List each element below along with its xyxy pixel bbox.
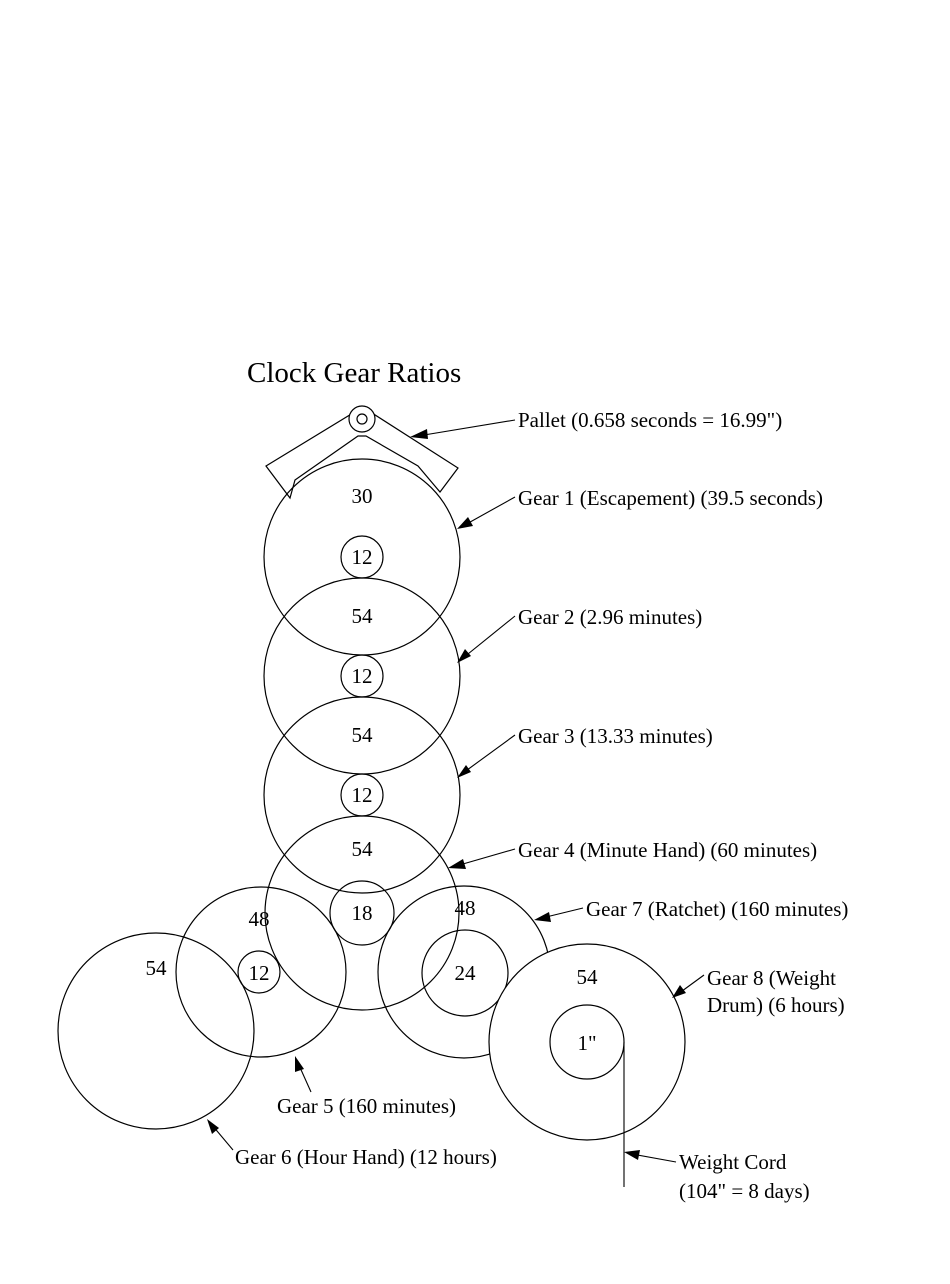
gear-7-leader	[534, 907, 584, 922]
gear-2-teeth: 54	[352, 604, 374, 628]
gear-4-teeth: 54	[352, 837, 374, 861]
pallet-leader	[410, 419, 516, 439]
gear-2-label: Gear 2 (2.96 minutes)	[518, 605, 702, 629]
gear-1-leader	[457, 496, 516, 529]
gear-4-leader	[448, 848, 516, 869]
gear-4-pinion-teeth: 18	[352, 901, 373, 925]
gear-1-pinion-teeth: 12	[352, 545, 373, 569]
gear-8-leader	[672, 974, 705, 998]
gear-7-pinion	[421, 929, 509, 1017]
gear-8-label-line2: Drum) (6 hours)	[707, 993, 845, 1017]
gear-8-teeth: 54	[577, 965, 599, 989]
gear-1-teeth: 30	[352, 484, 373, 508]
weight-cord-label-line2: (104" = 8 days)	[679, 1179, 810, 1203]
gear-8-label-line1: Gear 8 (Weight	[707, 966, 836, 990]
gear-3-label: Gear 3 (13.33 minutes)	[518, 724, 713, 748]
diagram-title: Clock Gear Ratios	[247, 357, 461, 389]
gear-3-teeth: 54	[352, 723, 374, 747]
gear-5-pinion	[237, 950, 281, 994]
gear-5	[175, 886, 347, 1058]
gear-3-pinion-teeth: 12	[352, 783, 373, 807]
gear-7-teeth: 48	[455, 896, 476, 920]
weight-cord-leader	[624, 1150, 677, 1163]
gear-2-leader	[457, 615, 516, 663]
gear-6-teeth: 54	[146, 956, 168, 980]
gear-7-label: Gear 7 (Ratchet) (160 minutes)	[586, 897, 848, 921]
gear-4-pinion	[329, 880, 395, 946]
gear-4-label: Gear 4 (Minute Hand) (60 minutes)	[518, 838, 817, 862]
pallet-label: Pallet (0.658 seconds = 16.99")	[518, 408, 782, 432]
gear-6	[57, 932, 255, 1130]
gear-2-pinion-teeth: 12	[352, 664, 373, 688]
gear-3	[263, 696, 461, 894]
gear-5-label: Gear 5 (160 minutes)	[277, 1094, 456, 1118]
gear-5-teeth: 48	[249, 907, 270, 931]
gear-8	[488, 943, 686, 1141]
gear-5-leader	[295, 1056, 312, 1093]
gear-3-leader	[457, 734, 516, 778]
pallet-pivot	[348, 405, 376, 433]
gear-6-label: Gear 6 (Hour Hand) (12 hours)	[235, 1145, 497, 1169]
pallet-pivot-center	[356, 413, 368, 425]
gear-1-label: Gear 1 (Escapement) (39.5 seconds)	[518, 486, 823, 510]
gear-6-leader	[207, 1119, 234, 1151]
gear-8-drum-size: 1"	[577, 1031, 596, 1055]
weight-cord-label-line1: Weight Cord	[679, 1150, 787, 1174]
gear-7-pinion-teeth: 24	[455, 961, 477, 985]
pallet	[265, 405, 459, 500]
gear-4	[264, 815, 460, 1011]
gear-5-pinion-teeth: 12	[249, 961, 270, 985]
